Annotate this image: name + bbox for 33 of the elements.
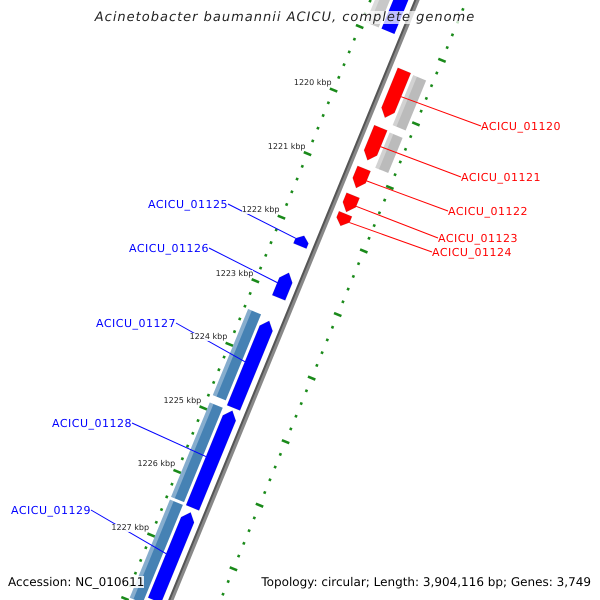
- tick-label: 1221 kbp: [268, 142, 306, 151]
- tick-label: 1227 kbp: [111, 524, 150, 532]
- gene-feature: [336, 210, 352, 226]
- gene-label: ACICU_01122: [448, 206, 528, 216]
- gene-label: ACICU_01128: [52, 418, 132, 428]
- gene-label: ACICU_01129: [11, 504, 91, 516]
- gene-feature: [186, 410, 236, 511]
- gene-feature: [293, 235, 309, 250]
- gene-label: ACICU_01125: [148, 198, 228, 210]
- gene-feature: [352, 165, 371, 188]
- leader-line: [366, 180, 448, 212]
- leader-line: [228, 204, 296, 239]
- gene-label: ACICU_01121: [461, 172, 541, 182]
- gene-feature: [342, 192, 360, 212]
- gene-label: ACICU_01120: [481, 120, 561, 132]
- gene-label: ACICU_01127: [96, 318, 176, 328]
- leader-line: [356, 206, 438, 238]
- leader-line: [132, 422, 206, 458]
- gene-feature: [148, 512, 194, 600]
- gene-feature: [272, 272, 293, 301]
- gene-feature: [364, 124, 388, 161]
- gene-feature: [381, 67, 412, 118]
- tick-label: 1226 kbp: [137, 460, 176, 468]
- leader-line: [349, 222, 432, 252]
- gene-feature: [226, 320, 273, 411]
- gene-label: ACICU_01123: [438, 232, 518, 244]
- tick-label: 1220 kbp: [294, 79, 332, 88]
- leader-line: [400, 96, 482, 126]
- genome-summary: Topology: circular; Length: 3,904,116 bp; Genes: 3,749: [261, 576, 591, 588]
- gene-label: ACICU_01126: [129, 242, 209, 254]
- leader-line: [380, 146, 462, 178]
- gene-label: ACICU_01124: [432, 246, 512, 258]
- leader-line: [208, 248, 278, 284]
